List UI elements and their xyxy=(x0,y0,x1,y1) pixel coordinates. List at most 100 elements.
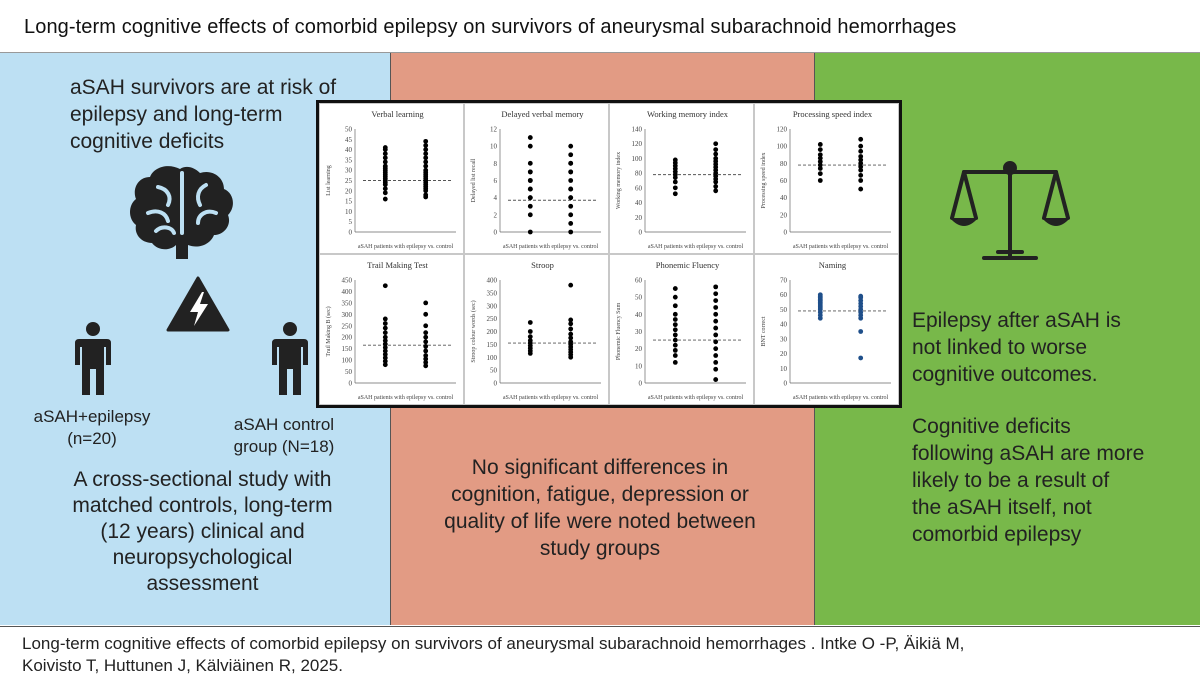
data-point xyxy=(568,229,574,235)
chart-frame xyxy=(464,254,609,405)
tick-label: 100 xyxy=(487,354,498,362)
y-axis-label: Delayed list recall xyxy=(471,158,477,202)
tick-label: 100 xyxy=(342,357,353,365)
tick-label: 140 xyxy=(632,126,643,134)
data-point xyxy=(817,162,823,168)
data-point xyxy=(713,156,719,161)
data-point xyxy=(423,363,429,369)
data-point xyxy=(568,169,574,175)
tick-label: 60 xyxy=(780,177,788,185)
tick-label: 30 xyxy=(345,167,353,175)
tick-label: 20 xyxy=(345,187,353,195)
x-axis-label: aSAH patients with epilepsy vs. control xyxy=(648,244,744,250)
brain-icon xyxy=(130,166,233,259)
x-axis-label: aSAH patients with epilepsy vs. control xyxy=(793,244,889,250)
data-point xyxy=(817,147,823,152)
data-point xyxy=(713,377,719,382)
data-point xyxy=(858,167,864,173)
data-point xyxy=(713,291,719,297)
data-point xyxy=(382,196,388,202)
chart-title: Naming xyxy=(819,260,847,270)
tick-label: 0 xyxy=(494,380,498,388)
data-point xyxy=(858,136,864,142)
balance-scale-icon xyxy=(950,161,1070,260)
data-point xyxy=(382,355,388,361)
data-point xyxy=(423,159,429,165)
data-point xyxy=(713,188,719,194)
data-point xyxy=(423,167,429,173)
data-point xyxy=(423,356,429,362)
tick-label: 450 xyxy=(342,277,353,285)
tick-label: 200 xyxy=(342,334,353,342)
data-point xyxy=(527,334,533,340)
data-point xyxy=(382,190,388,196)
tick-label: 250 xyxy=(487,315,498,323)
tick-label: 40 xyxy=(780,321,788,329)
data-point xyxy=(713,353,719,358)
tick-label: 80 xyxy=(635,170,643,178)
data-point xyxy=(423,311,429,317)
data-point xyxy=(527,186,533,192)
data-point xyxy=(382,338,388,344)
data-point xyxy=(817,152,823,158)
data-point xyxy=(672,342,678,348)
data-point xyxy=(382,151,388,157)
tick-label: 12 xyxy=(490,126,498,134)
data-point xyxy=(382,345,388,350)
x-axis-label: aSAH patients with epilepsy vs. control xyxy=(503,244,599,250)
data-point xyxy=(672,191,678,197)
tick-label: 40 xyxy=(635,311,643,319)
data-point xyxy=(858,178,864,183)
data-point xyxy=(713,141,719,147)
chart-frame xyxy=(609,254,754,405)
tick-label: 0 xyxy=(784,380,788,388)
tick-label: 350 xyxy=(342,299,353,307)
tick-label: 10 xyxy=(780,365,788,373)
data-point xyxy=(527,338,533,343)
tick-label: 50 xyxy=(345,126,353,134)
tick-label: 20 xyxy=(635,214,643,222)
tick-label: 15 xyxy=(345,198,353,206)
data-point xyxy=(568,178,574,183)
chart-title: Phonemic Fluency xyxy=(656,260,720,270)
x-axis-label: aSAH patients with epilepsy vs. control xyxy=(503,395,599,401)
chart-frame xyxy=(609,103,754,254)
chart-frame xyxy=(464,103,609,254)
tick-label: 10 xyxy=(490,143,498,151)
chart-panel: Working memory index020406080100120140Wo… xyxy=(609,103,754,254)
data-point xyxy=(858,172,864,178)
data-point xyxy=(568,143,574,149)
tick-label: 0 xyxy=(639,229,643,237)
data-point xyxy=(713,311,719,317)
data-point xyxy=(713,360,719,365)
tick-label: 10 xyxy=(345,208,353,216)
results-chart-grid: Verbal learning05101520253035404550List … xyxy=(319,103,899,405)
data-point xyxy=(382,351,388,357)
data-point xyxy=(382,316,388,322)
data-point xyxy=(382,163,388,169)
data-point xyxy=(382,155,388,161)
data-point xyxy=(672,347,678,353)
data-point xyxy=(527,320,533,325)
tick-label: 8 xyxy=(494,160,498,168)
tick-label: 60 xyxy=(635,184,643,192)
data-point xyxy=(382,362,388,368)
data-point xyxy=(672,322,678,328)
data-point xyxy=(423,334,429,340)
chart-panel: Processing speed index020406080100120Pro… xyxy=(754,103,899,254)
data-point xyxy=(382,330,388,336)
tick-label: 5 xyxy=(349,218,353,226)
data-point xyxy=(858,164,864,170)
data-point xyxy=(713,346,719,352)
data-point xyxy=(527,212,533,218)
warning-lightning-icon xyxy=(166,276,230,332)
tick-label: 20 xyxy=(780,211,788,219)
x-axis-label: aSAH patients with epilepsy vs. control xyxy=(793,395,889,401)
tick-label: 10 xyxy=(635,362,643,370)
data-point xyxy=(568,203,574,209)
data-point xyxy=(568,186,574,192)
